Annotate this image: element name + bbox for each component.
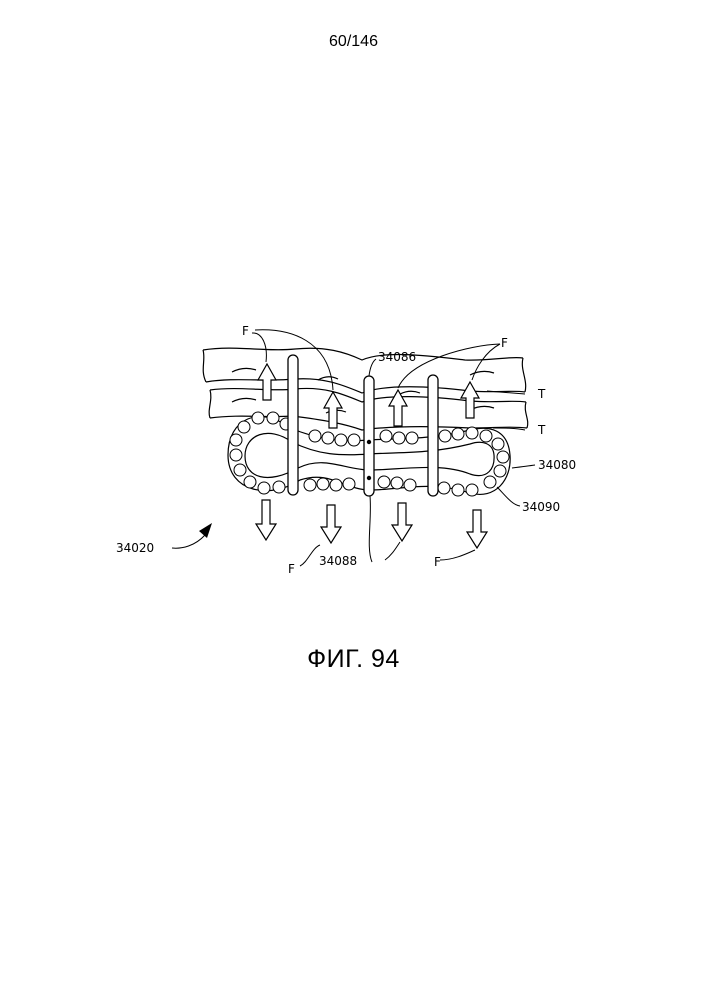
label-force-3: F: [288, 562, 295, 576]
tissue-layer-upper: [203, 348, 523, 360]
figure-caption: ФИГ. 94: [0, 645, 707, 674]
label-force-2: F: [501, 336, 508, 350]
label-force-4: F: [434, 555, 441, 569]
downward-force-arrows: [256, 500, 487, 548]
label-staple-upper: 34086: [378, 350, 416, 364]
staple-leg-1: [288, 355, 298, 495]
label-adjunct-outer: 34080: [538, 458, 576, 472]
staple-leg-3: [428, 375, 438, 496]
label-device: 34020: [116, 541, 154, 555]
label-adjunct-beads: 34090: [522, 500, 560, 514]
label-tissue-1: T: [537, 387, 546, 401]
label-staple-lower: 34088: [319, 554, 357, 568]
label-tissue-2: T: [537, 423, 546, 437]
label-force-1: F: [242, 324, 249, 338]
